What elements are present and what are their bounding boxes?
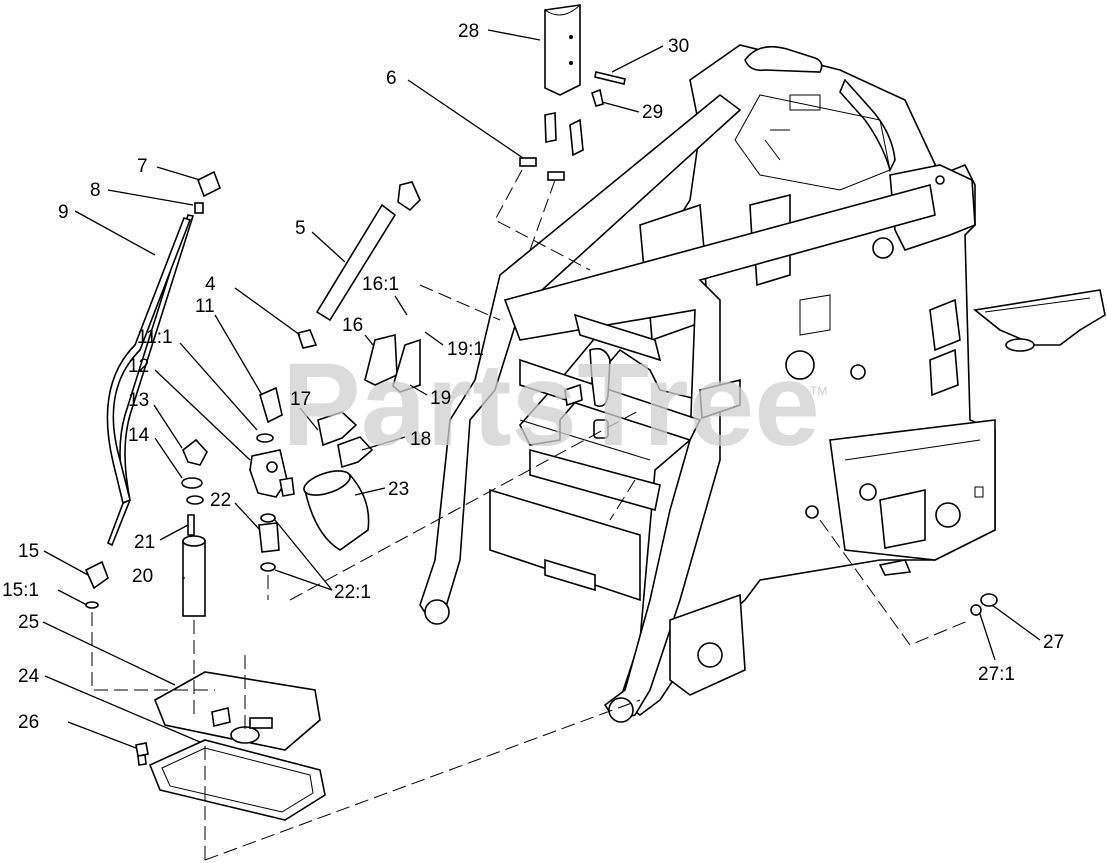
parts [84, 4, 998, 821]
callout-12: 12 [128, 356, 149, 377]
callout-29: 29 [642, 102, 663, 123]
callout-20: 20 [132, 566, 153, 587]
callout-4: 4 [205, 274, 216, 295]
callout-labels: 28 30 6 29 7 8 9 5 4 16:1 11 16 19:1 11:… [2, 21, 1064, 733]
callout-25: 25 [18, 612, 39, 633]
callout-22: 22 [210, 490, 231, 511]
callout-28: 28 [458, 21, 479, 42]
callout-27-1: 27:1 [978, 664, 1015, 685]
callout-8: 8 [90, 180, 101, 201]
watermark-text: PartsTree [282, 339, 820, 471]
callout-7: 7 [137, 156, 148, 177]
callout-27: 27 [1043, 632, 1064, 653]
callout-15-1: 15:1 [2, 580, 39, 601]
callout-30: 30 [668, 36, 689, 57]
main-frame [419, 44, 1106, 723]
callout-16-1: 16:1 [362, 274, 399, 295]
callout-18: 18 [410, 429, 431, 450]
callout-11-1: 11:1 [137, 327, 173, 348]
assembly-lines [91, 169, 971, 861]
callout-23: 23 [388, 479, 409, 500]
callout-21: 21 [134, 532, 155, 553]
callout-15: 15 [18, 541, 39, 562]
callout-24: 24 [18, 666, 40, 687]
callout-17: 17 [290, 389, 311, 410]
callout-9: 9 [58, 202, 69, 223]
callout-11: 11 [195, 296, 215, 317]
callout-19: 19 [430, 388, 451, 409]
callout-14: 14 [128, 425, 150, 446]
callout-19-1: 19:1 [447, 339, 484, 360]
watermark-trademark: TM [810, 384, 827, 398]
callout-6: 6 [386, 68, 397, 89]
callout-5: 5 [295, 218, 306, 239]
callout-16: 16 [342, 315, 363, 336]
leader-lines [42, 29, 1041, 749]
callout-13: 13 [128, 390, 149, 411]
callout-26: 26 [18, 712, 39, 733]
callout-22-1: 22:1 [334, 582, 371, 603]
